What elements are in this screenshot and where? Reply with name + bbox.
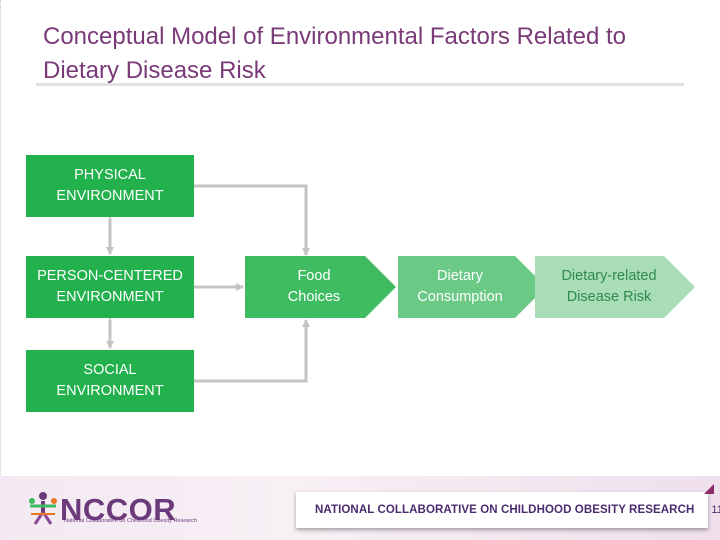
physical-environment-label-1: PHYSICAL	[74, 167, 146, 183]
connector-social-to-food	[194, 319, 310, 383]
physical-environment-box: PHYSICAL ENVIRONMENT	[26, 155, 194, 217]
social-environment-label-2: ENVIRONMENT	[56, 383, 164, 399]
nccor-logo-text: NCCOR	[60, 492, 177, 527]
nccor-logo: NCCOR National Collaborative on Childhoo…	[26, 488, 197, 532]
social-environment-box: SOCIAL ENVIRONMENT	[26, 350, 194, 412]
social-environment-label-1: SOCIAL	[83, 362, 137, 378]
food-choices-label: Food Choices	[255, 256, 373, 318]
dietary-consumption-label-2: Consumption	[417, 289, 503, 305]
connector-physical-to-food	[194, 184, 310, 256]
dietary-consumption-label-1: Dietary	[437, 268, 483, 284]
disease-risk-label: Dietary-related Disease Risk	[540, 256, 678, 318]
nccor-figures-icon	[29, 492, 57, 525]
dietary-consumption-label: Dietary Consumption	[400, 256, 520, 318]
title-underline	[36, 83, 684, 86]
disease-risk-label-1: Dietary-related	[561, 268, 657, 284]
disease-risk-label-2: Disease Risk	[566, 289, 652, 305]
physical-environment-label-2: ENVIRONMENT	[56, 188, 164, 204]
nccor-banner-text: NATIONAL COLLABORATIVE ON CHILDHOOD OBES…	[315, 504, 695, 516]
food-choices-label-2: Choices	[287, 289, 341, 305]
slide-title: Conceptual Model of Environmental Factor…	[43, 20, 693, 88]
food-choices-label-1: Food	[297, 268, 331, 284]
person-centered-environment-label-2: ENVIRONMENT	[56, 289, 164, 305]
nccor-logo-subtext: National Collaborative on Childhood Obes…	[64, 518, 197, 524]
person-centered-environment-box: PERSON-CENTERED ENVIRONMENT	[26, 256, 194, 318]
slide-title-line-2: Dietary Disease Risk	[43, 57, 266, 84]
slide-title-line-1: Conceptual Model of Environmental Factor…	[43, 23, 626, 50]
page-number: 11	[711, 504, 720, 516]
banner-corner-flag	[704, 484, 714, 494]
slide-edge-divider	[0, 0, 2, 540]
nccor-banner: NATIONAL COLLABORATIVE ON CHILDHOOD OBES…	[296, 484, 720, 528]
person-centered-environment-label-1: PERSON-CENTERED	[37, 268, 183, 284]
